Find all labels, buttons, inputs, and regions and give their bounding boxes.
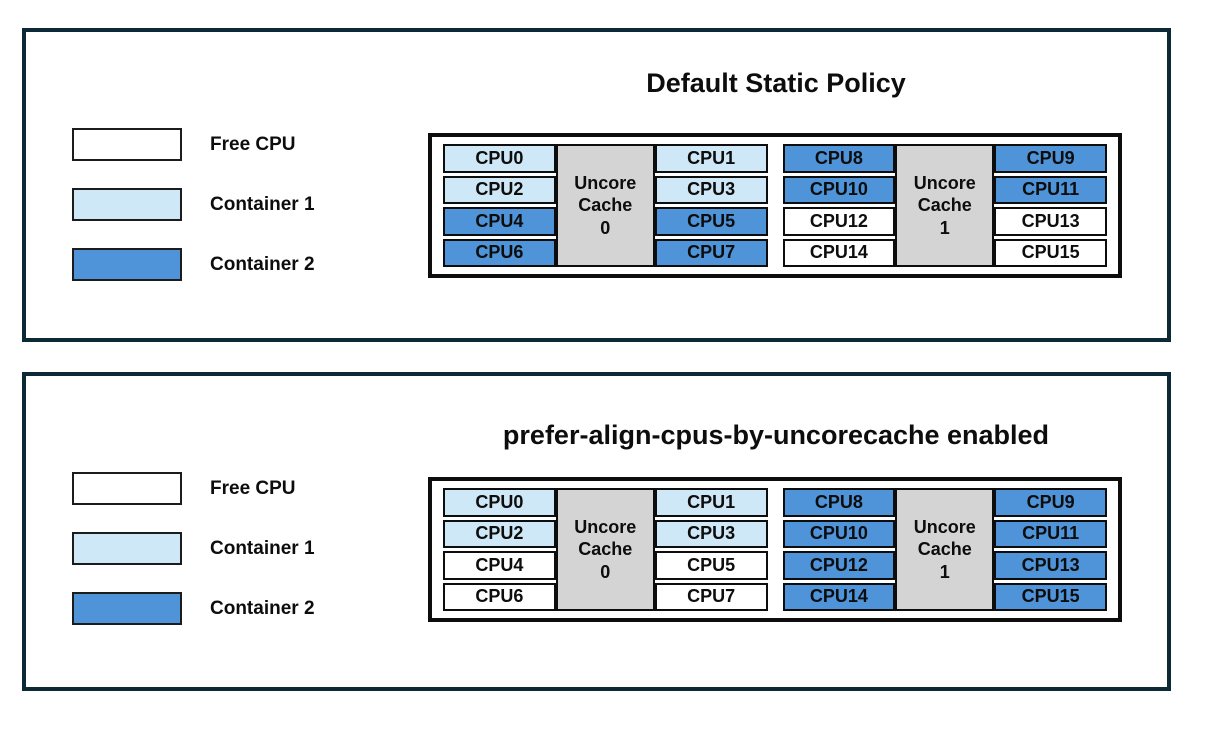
uncore-cache-label: Uncore — [574, 516, 637, 537]
cpu-column-right: CPU9 CPU11 CPU13 CPU15 — [994, 488, 1107, 611]
uncore-cluster-1: CPU8 CPU10 CPU12 CPU14 Uncore Cache 1 CP… — [782, 488, 1107, 611]
legend: Free CPU Container 1 Container 2 — [72, 472, 315, 652]
legend-label: Free CPU — [210, 133, 296, 155]
uncore-cache-label: Cache — [917, 539, 972, 560]
cpu-cell: CPU8 — [782, 488, 896, 517]
uncore-cache-label: Uncore — [913, 172, 976, 193]
uncore-cache-label: Uncore — [574, 172, 637, 193]
uncore-cache-index: 0 — [600, 561, 611, 582]
uncore-cache-label: Cache — [917, 195, 972, 216]
legend-row-free-cpu: Free CPU — [72, 128, 315, 161]
uncore-cluster-1: CPU8 CPU10 CPU12 CPU14 Uncore Cache 1 CP… — [782, 144, 1107, 267]
cpu-cell: CPU11 — [994, 519, 1107, 548]
cpu-column-left: CPU0 CPU2 CPU4 CPU6 — [443, 144, 556, 267]
cpu-cell: CPU0 — [443, 144, 556, 173]
panel-uncorecache-enabled: prefer-align-cpus-by-uncorecache enabled… — [22, 372, 1171, 691]
cpu-cell: CPU0 — [443, 488, 556, 517]
cpu-column-left: CPU8 CPU10 CPU12 CPU14 — [782, 488, 896, 611]
uncore-cache-box-0: Uncore Cache 0 — [555, 488, 655, 611]
cpu-cell: CPU4 — [443, 207, 556, 236]
legend-label: Container 2 — [210, 597, 315, 619]
uncore-cache-box-0: Uncore Cache 0 — [555, 144, 655, 267]
cpu-cell: CPU5 — [654, 551, 768, 580]
legend-label: Container 1 — [210, 193, 315, 215]
cpu-column-right: CPU1 CPU3 CPU5 CPU7 — [654, 144, 768, 267]
cpu-column-left: CPU8 CPU10 CPU12 CPU14 — [782, 144, 896, 267]
legend-swatch-container-2 — [72, 592, 182, 625]
cpu-cell: CPU10 — [782, 175, 896, 204]
uncore-cluster-0: CPU0 CPU2 CPU4 CPU6 Uncore Cache 0 CPU1 … — [443, 488, 768, 611]
cpu-cell: CPU3 — [654, 519, 768, 548]
cpu-cell: CPU5 — [654, 207, 768, 236]
legend-row-container-2: Container 2 — [72, 592, 315, 625]
legend-row-container-2: Container 2 — [72, 248, 315, 281]
cpu-cell: CPU1 — [654, 144, 768, 173]
cpu-cell: CPU13 — [994, 551, 1107, 580]
cpu-cell: CPU2 — [443, 175, 556, 204]
uncore-cache-label: Cache — [578, 539, 633, 560]
cpu-cell: CPU3 — [654, 175, 768, 204]
cpu-cell: CPU12 — [782, 551, 896, 580]
legend-swatch-free-cpu — [72, 472, 182, 505]
uncore-cache-index: 0 — [600, 217, 611, 238]
cpu-cell: CPU9 — [994, 144, 1107, 173]
legend-swatch-container-1 — [72, 532, 182, 565]
cpu-cell: CPU4 — [443, 551, 556, 580]
cpu-cell: CPU6 — [443, 238, 556, 267]
legend: Free CPU Container 1 Container 2 — [72, 128, 315, 308]
cpu-cell: CPU9 — [994, 488, 1107, 517]
legend-swatch-container-1 — [72, 188, 182, 221]
legend-swatch-free-cpu — [72, 128, 182, 161]
cpu-cell: CPU13 — [994, 207, 1107, 236]
cpu-cell: CPU15 — [994, 582, 1107, 611]
cpu-cell: CPU14 — [782, 582, 896, 611]
cpu-cell: CPU6 — [443, 582, 556, 611]
legend-label: Container 2 — [210, 253, 315, 275]
uncore-cache-box-1: Uncore Cache 1 — [895, 144, 995, 267]
legend-label: Container 1 — [210, 537, 315, 559]
panel-default-static-policy: Default Static Policy Free CPU Container… — [22, 28, 1171, 342]
cpu-cell: CPU7 — [654, 582, 768, 611]
legend-row-container-1: Container 1 — [72, 532, 315, 565]
panel-title: prefer-align-cpus-by-uncorecache enabled — [502, 420, 1050, 450]
cpu-cell: CPU11 — [994, 175, 1107, 204]
uncore-cache-index: 1 — [939, 561, 950, 582]
cpu-cell: CPU1 — [654, 488, 768, 517]
cpu-cell: CPU10 — [782, 519, 896, 548]
uncore-cache-box-1: Uncore Cache 1 — [895, 488, 995, 611]
legend-swatch-container-2 — [72, 248, 182, 281]
cpu-column-right: CPU1 CPU3 CPU5 CPU7 — [654, 488, 768, 611]
uncore-cache-label: Uncore — [913, 516, 976, 537]
cpu-cell: CPU8 — [782, 144, 896, 173]
cpu-column-right: CPU9 CPU11 CPU13 CPU15 — [994, 144, 1107, 267]
cpu-topology-diagram: CPU0 CPU2 CPU4 CPU6 Uncore Cache 0 CPU1 … — [428, 133, 1122, 278]
cpu-topology-diagram: CPU0 CPU2 CPU4 CPU6 Uncore Cache 0 CPU1 … — [428, 477, 1122, 622]
legend-row-free-cpu: Free CPU — [72, 472, 315, 505]
panel-title: Default Static Policy — [646, 68, 906, 98]
cpu-cell: CPU12 — [782, 207, 896, 236]
cpu-cell: CPU14 — [782, 238, 896, 267]
uncore-cache-label: Cache — [578, 195, 633, 216]
cpu-cell: CPU7 — [654, 238, 768, 267]
cpu-cell: CPU2 — [443, 519, 556, 548]
cpu-column-left: CPU0 CPU2 CPU4 CPU6 — [443, 488, 556, 611]
uncore-cache-index: 1 — [939, 217, 950, 238]
cpu-cell: CPU15 — [994, 238, 1107, 267]
legend-row-container-1: Container 1 — [72, 188, 315, 221]
uncore-cluster-0: CPU0 CPU2 CPU4 CPU6 Uncore Cache 0 CPU1 … — [443, 144, 768, 267]
legend-label: Free CPU — [210, 477, 296, 499]
